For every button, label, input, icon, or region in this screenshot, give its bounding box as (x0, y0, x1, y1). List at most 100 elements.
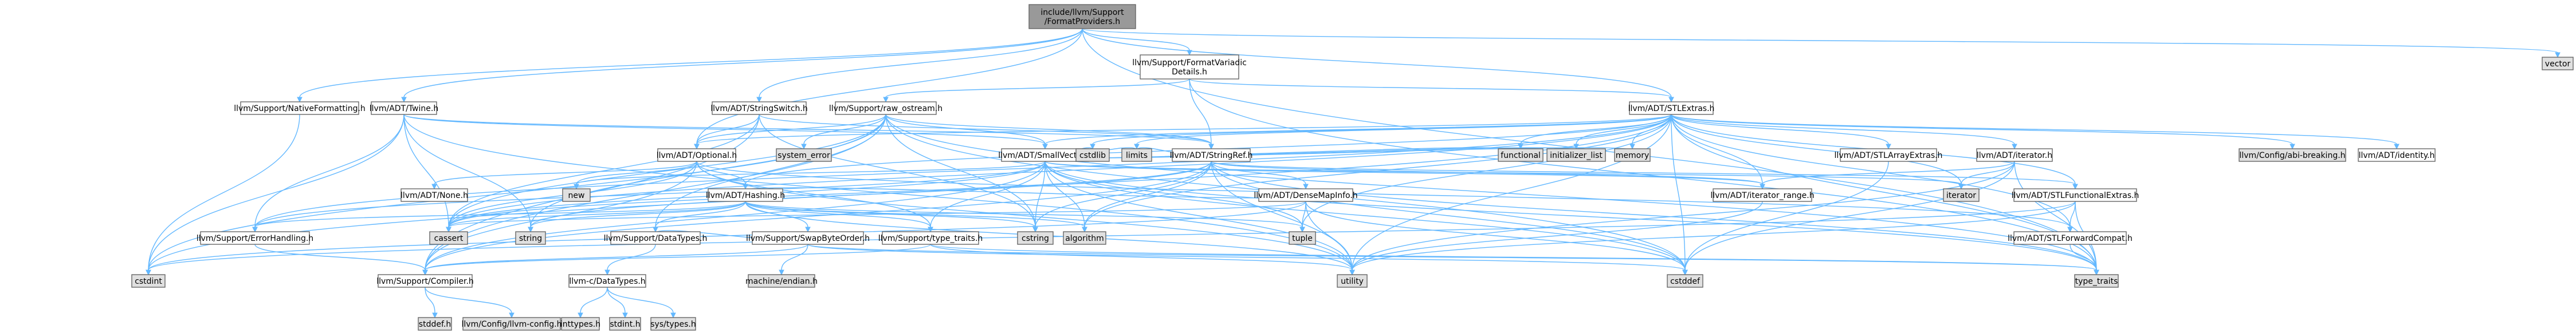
node-label: llvm/ADT/identity.h (2359, 151, 2435, 160)
edge-dmi-to-cstdint (146, 201, 1306, 276)
node-initializer-list: initializer_list (1546, 148, 1606, 162)
node-cstdint: cstdint (131, 274, 166, 288)
node-box (2013, 231, 2127, 245)
edge-sbo-to-comp (422, 244, 808, 276)
node-box (562, 188, 591, 202)
node-label: algorithm (1065, 234, 1104, 243)
node-label: llvm/Support/DataTypes.h (604, 234, 708, 243)
node-box (1546, 148, 1606, 162)
edge-stlfe-to-cstdint (146, 201, 2076, 276)
node-llvm-adt-iterator-h[interactable]: llvm/ADT/iterator.h (1976, 148, 2053, 162)
node-cstring: cstring (1017, 231, 1054, 245)
edge-hash-to-eh (252, 201, 746, 233)
node-cassert: cassert (429, 231, 468, 245)
edge-tw-to-eh (252, 114, 405, 233)
node-llvm-c-datatypes-h[interactable]: llvm-c/DataTypes.h (568, 274, 646, 288)
node-llvm-adt-stringref-h[interactable]: llvm/ADT/StringRef.h (1170, 148, 1253, 162)
node-llvm-adt-none-h[interactable]: llvm/ADT/None.h (400, 188, 468, 202)
node-utility: utility (1337, 274, 1368, 288)
edge-lctypes-to-stdint (607, 287, 628, 319)
node-cstddef: cstddef (1667, 274, 1703, 288)
node-functional: functional (1498, 148, 1544, 162)
node-label: initializer_list (1550, 151, 1603, 160)
node-llvm-adt-stlfunctionalextras-h[interactable]: llvm/ADT/STLFunctionalExtras.h (2012, 188, 2139, 202)
node-box (748, 274, 815, 288)
node-label: llvm/Support/FormatVariadic (1132, 58, 1247, 68)
node-label: llvm/ADT/StringSwitch.h (710, 104, 807, 113)
node-llvm-adt-densemapinfo-h[interactable]: llvm/ADT/DenseMapInfo.h (1254, 188, 1358, 202)
edge-fv-to-stle (1189, 78, 1674, 103)
node-label: llvm/Support/NativeFormatting.h (234, 104, 366, 113)
node-box (561, 317, 600, 331)
node-llvm-adt-optional-h[interactable]: llvm/ADT/Optional.h (657, 148, 737, 162)
node-box (1713, 188, 1812, 202)
edge-iter-to-iterrange (1760, 161, 2015, 190)
edge-tw-to-sr (403, 114, 1214, 150)
edge-stle-to-cstddef (1671, 114, 1688, 276)
node-box (1667, 274, 1703, 288)
node-label: functional (1501, 151, 1541, 160)
node-label: limits (1126, 151, 1148, 160)
node-llvm-support-type-traits-h[interactable]: llvm/Support/type_traits.h (878, 231, 983, 245)
node-label: llvm/Config/abi-breaking.h (2239, 151, 2345, 160)
edge-sr-to-dmi (1211, 161, 1309, 190)
node-label: utility (1341, 277, 1364, 286)
node-llvm-support-raw-ostream-h[interactable]: llvm/Support/raw_ostream.h (829, 101, 943, 115)
node-llvm-support-errorhandling-h[interactable]: llvm/Support/ErrorHandling.h (197, 231, 313, 245)
node-label: llvm/ADT/STLExtras.h (1628, 104, 1715, 113)
node-llvm-adt-hashing-h[interactable]: llvm/ADT/Hashing.h (706, 188, 785, 202)
edge-lctypes-to-systypes (607, 287, 676, 319)
node-box (1840, 148, 1937, 162)
node-label: llvm/Support/type_traits.h (878, 234, 983, 243)
node-llvm-adt-stlarrayextras-h[interactable]: llvm/ADT/STLArrayExtras.h (1835, 148, 1943, 162)
node-algorithm: algorithm (1063, 231, 1106, 245)
edge-iterrange-to-utility (1349, 201, 1763, 276)
node-llvm-support-nativeformatting-h[interactable]: llvm/Support/NativeFormatting.h (234, 101, 366, 115)
edge-stle-to-iter (1671, 114, 2017, 150)
edge-sv-to-new (574, 161, 1046, 190)
node-llvm-adt-identity-h[interactable]: llvm/ADT/identity.h (2358, 148, 2436, 162)
node-label: llvm/ADT/STLArrayExtras.h (1835, 151, 1943, 160)
edge-comp-to-llvmcfg (425, 287, 515, 319)
node-box (400, 188, 468, 202)
node-box (240, 101, 359, 115)
node-label: llvm/ADT/Twine.h (370, 104, 438, 113)
node-box (650, 317, 696, 331)
node-box (610, 231, 701, 245)
node-box (2013, 188, 2137, 202)
node-llvm-adt-twine-h[interactable]: llvm/ADT/Twine.h (370, 101, 438, 115)
edge-iter-to-cstddef (1682, 161, 2015, 276)
node-inttypes-h: inttypes.h (560, 317, 600, 331)
node-box (429, 231, 468, 245)
node-llvm-adt-stringswitch-h[interactable]: llvm/ADT/StringSwitch.h (710, 101, 808, 115)
edge-ros-to-sr (885, 114, 1214, 150)
node-label: llvm/Support/ErrorHandling.h (197, 234, 313, 243)
edge-tw-to-cstdint (146, 114, 405, 276)
edge-stle-to-memory (1629, 114, 1672, 150)
node-label: llvm-c/DataTypes.h (569, 277, 645, 286)
node-label: stddef.h (419, 320, 451, 329)
node-include-llvm-support-formatproviders-h[interactable]: include/llvm/Support/FormatProviders.h (1028, 4, 1136, 29)
edge-sbo-to-cstddef (807, 244, 1688, 276)
node-llvm-adt-stlextras-h[interactable]: llvm/ADT/STLExtras.h (1628, 101, 1715, 115)
node-box (378, 274, 473, 288)
edge-dt-to-lctypes (604, 244, 656, 276)
node-box (1121, 148, 1152, 162)
node-llvm-adt-iterator-range-h[interactable]: llvm/ADT/iterator_range.h (1710, 188, 1815, 202)
node-stddef-h: stddef.h (418, 317, 452, 331)
node-box (1140, 54, 1239, 80)
node-machine-endian-h: machine/endian.h (745, 274, 818, 288)
node-box (1289, 231, 1316, 245)
node-label: llvm/Support/Compiler.h (376, 277, 474, 286)
edge-ss-to-opt (694, 114, 760, 150)
edge-hash-to-dt (653, 201, 746, 233)
node-box (462, 317, 561, 331)
node-llvm-support-compiler-h[interactable]: llvm/Support/Compiler.h (376, 274, 474, 288)
node-llvm-support-datatypes-h[interactable]: llvm/Support/DataTypes.h (604, 231, 708, 245)
node-llvm-support-swapbyteorder-h[interactable]: llvm/Support/SwapByteOrder.h (746, 231, 870, 245)
node-llvm-adt-stlforwardcompat-h[interactable]: llvm/ADT/STLForwardCompat.h (2008, 231, 2133, 245)
nodes-layer: include/llvm/Support/FormatProviders.h ll… (131, 4, 2574, 331)
node-llvm-adt-smallvector-h[interactable]: llvm/ADT/SmallVector.h (998, 148, 1092, 162)
node-box (1258, 188, 1353, 202)
